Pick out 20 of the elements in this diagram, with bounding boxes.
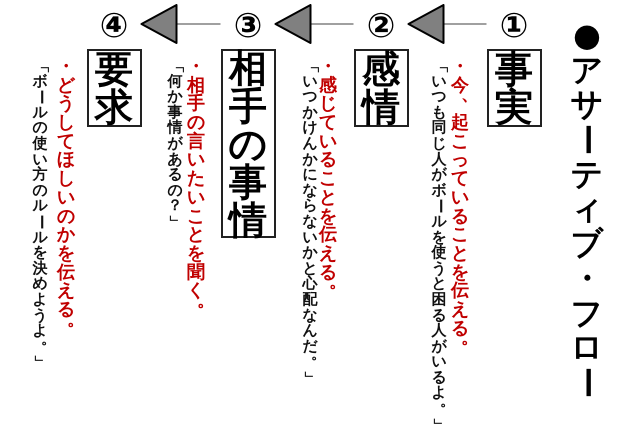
step-number: ③ — [232, 6, 264, 46]
heading-box: 事実 — [486, 49, 542, 127]
example-quote: 「いつも同じ人がボールを使うと困る人がいるよ。」 — [430, 58, 448, 432]
point-text: ・相手の言いたいことを聞く。 — [186, 58, 206, 313]
heading-box: 要求 — [86, 49, 142, 127]
point-text: ・今、起こっていることを伝える。 — [450, 58, 470, 350]
arrow — [140, 4, 220, 44]
example-quote: 「何か事情があるの？」 — [166, 58, 184, 230]
example-quote: 「ボールの使い方のルールを決めようよ。」 — [32, 58, 48, 370]
heading-box: 感情 — [354, 49, 408, 127]
arrow — [408, 4, 486, 44]
point-text: ・感じていることを伝える。 — [318, 58, 338, 294]
step-number: ① — [498, 6, 530, 46]
arrow — [274, 4, 354, 44]
step-number: ② — [366, 6, 396, 46]
heading-box: 相手の事情 — [220, 49, 276, 238]
example-quote: 「いつかけんかにならないかと心配なんだ。」 — [302, 58, 318, 386]
step-number: ④ — [98, 6, 130, 46]
point-text: ・どうしてほしいのかを伝える。 — [56, 58, 76, 332]
title: ●アサーティブ・フロー — [568, 18, 606, 400]
